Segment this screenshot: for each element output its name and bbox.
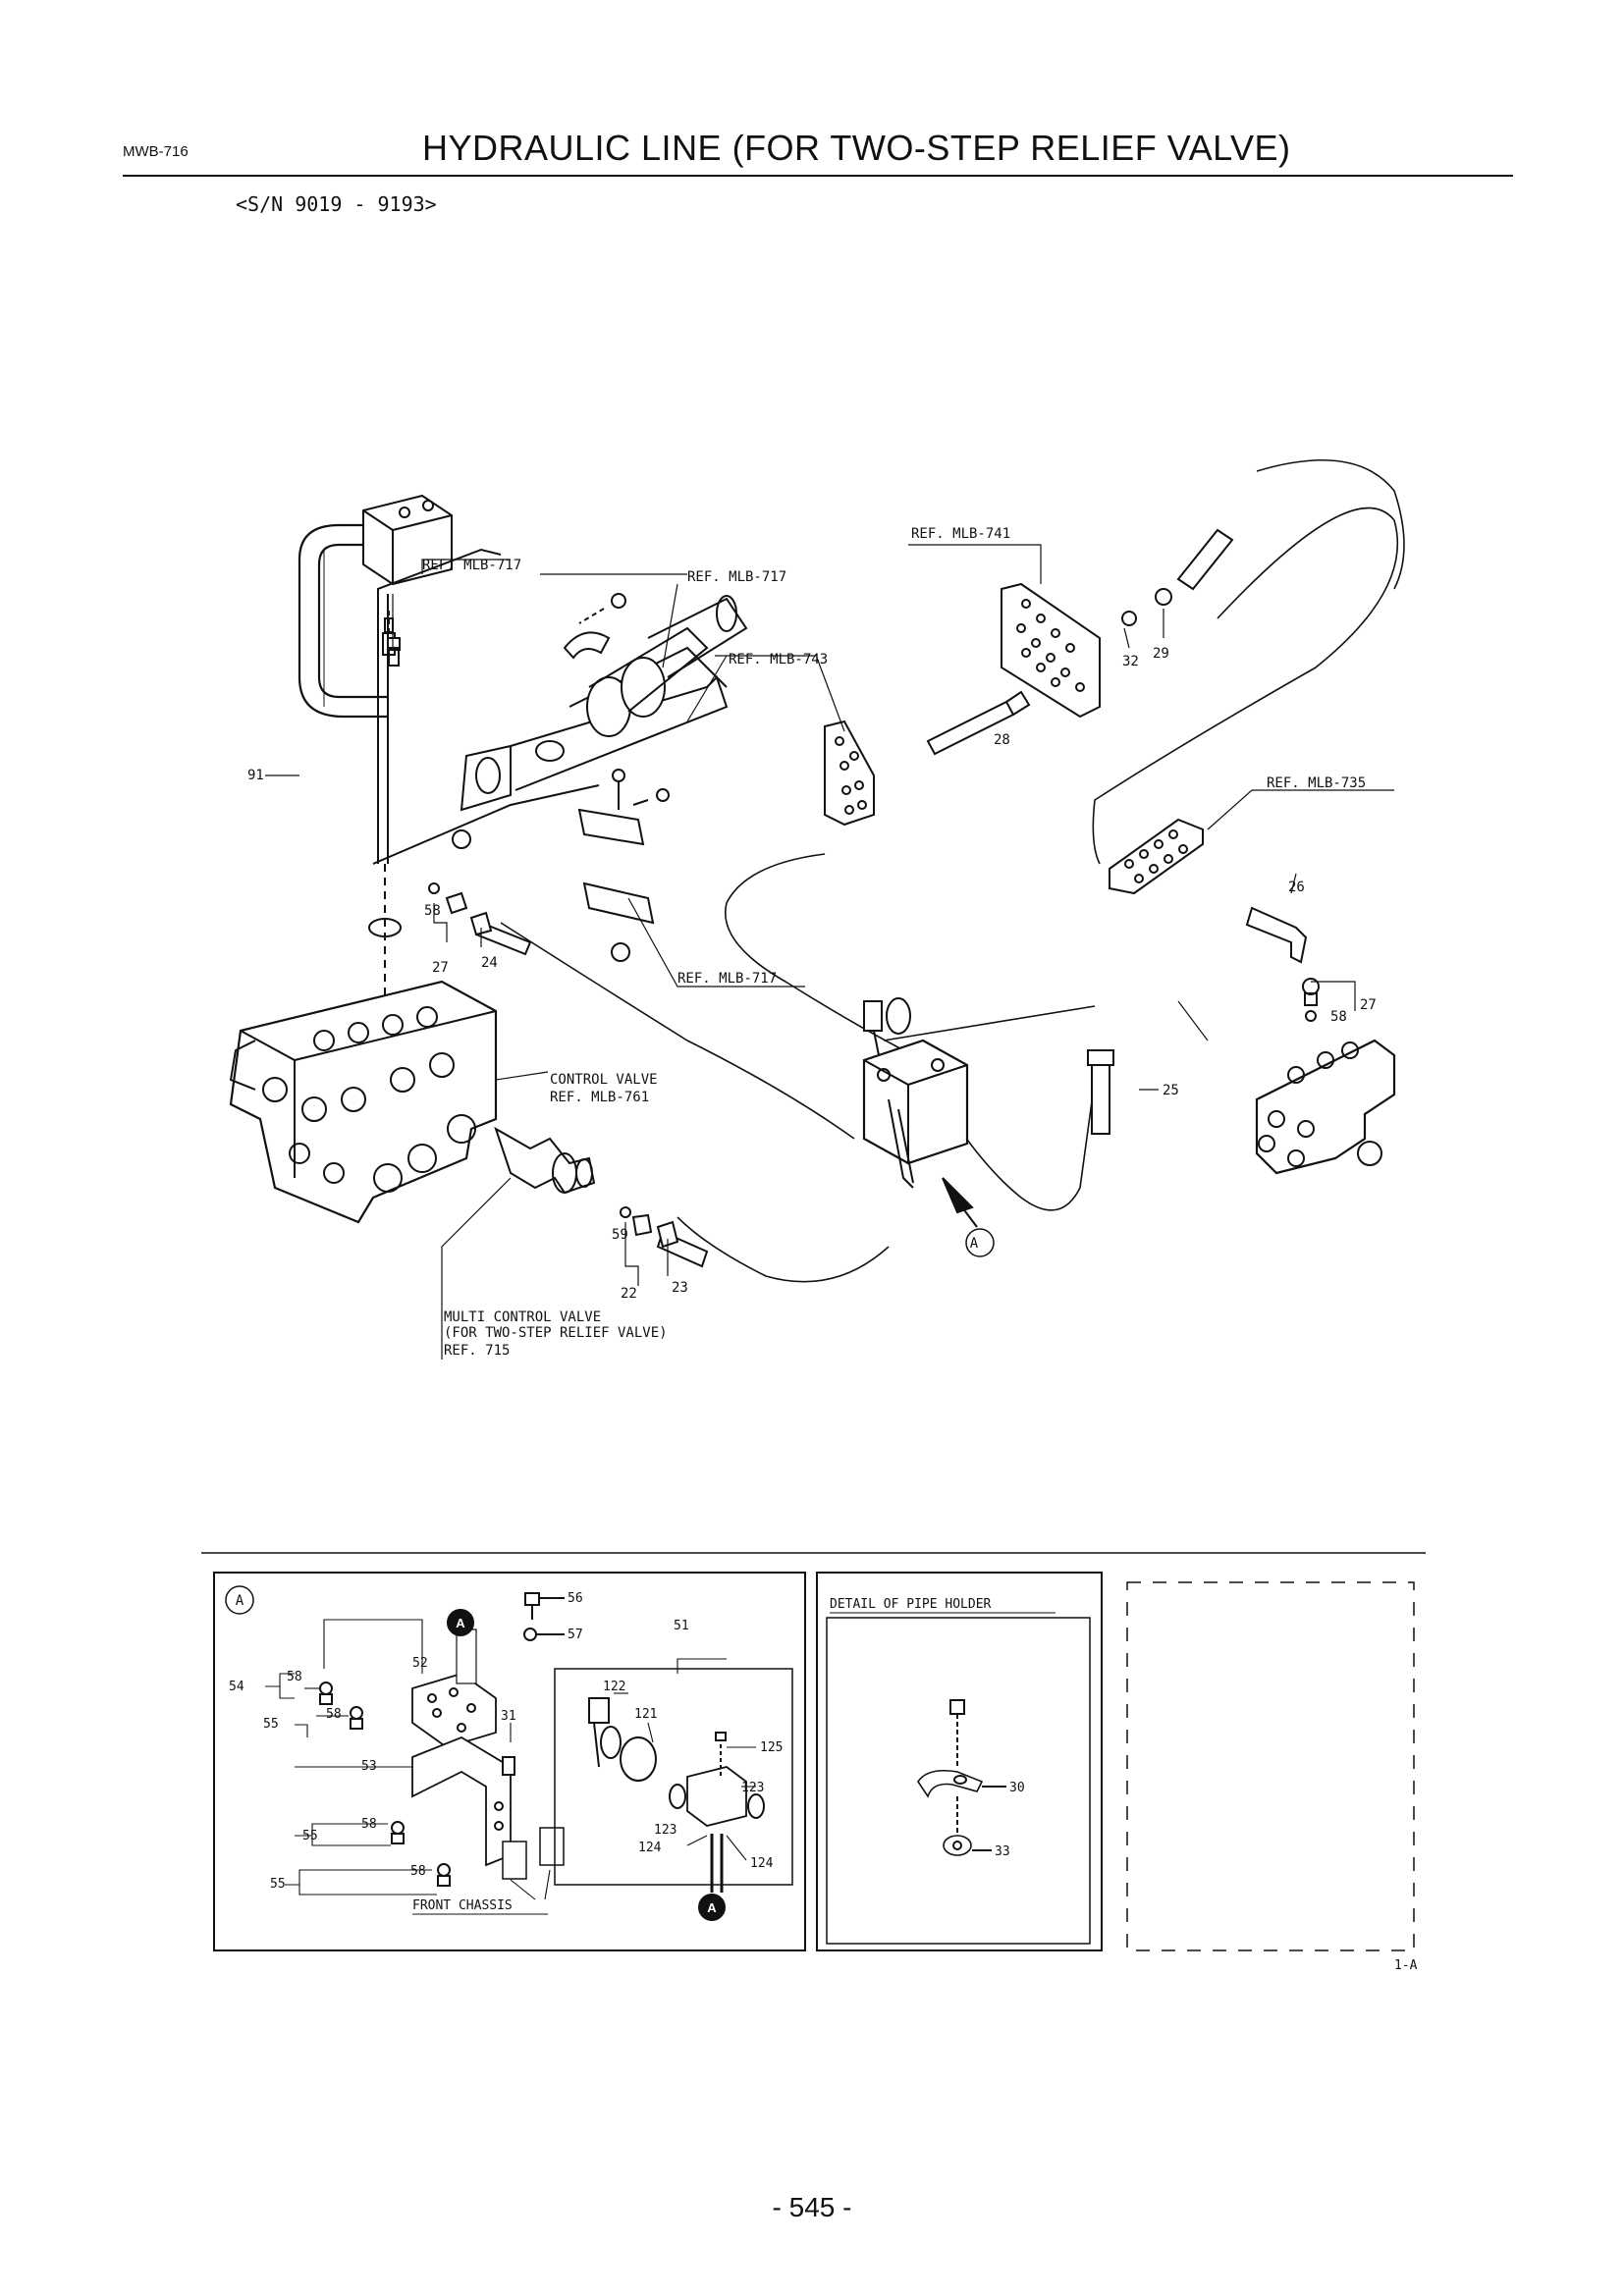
callout-27-b: 27 xyxy=(1360,997,1377,1013)
ref-mlb-717-label-b: REF. MLB-717 xyxy=(687,569,786,585)
center-pipe xyxy=(372,548,729,865)
callout-31: 31 xyxy=(501,1709,516,1724)
bank-plate-735 xyxy=(1109,818,1204,895)
two-step-solenoid-valve xyxy=(862,997,969,1189)
front-chassis-label: FRONT CHASSIS xyxy=(412,1898,513,1913)
callout-23: 23 xyxy=(672,1280,688,1296)
callout-57: 57 xyxy=(568,1628,583,1642)
nut-small xyxy=(452,829,630,962)
multi-control-valve-cartridge xyxy=(494,1126,596,1195)
callout-55-a: 55 xyxy=(263,1717,279,1732)
callout-25: 25 xyxy=(1163,1083,1179,1098)
callout-54: 54 xyxy=(229,1680,244,1694)
callout-27-a: 27 xyxy=(432,960,449,976)
callout-53: 53 xyxy=(361,1759,377,1774)
callout-123-a: 123 xyxy=(741,1781,764,1795)
fitting-26 xyxy=(1245,906,1308,964)
bank-plate-741 xyxy=(1001,582,1101,719)
ref-mlb-741-label: REF. MLB-741 xyxy=(911,526,1010,542)
callout-123-b: 123 xyxy=(654,1823,677,1838)
empty-detail-panel xyxy=(1126,1581,1415,1951)
callout-58-a: 58 xyxy=(287,1670,302,1684)
callout-51: 51 xyxy=(674,1619,689,1633)
control-valve-ref: REF. MLB-761 xyxy=(550,1090,649,1105)
callout-121: 121 xyxy=(634,1707,657,1722)
ref-mlb-743-label: REF. MLB-743 xyxy=(729,652,828,667)
callout-52: 52 xyxy=(412,1656,428,1671)
chassis-block-right xyxy=(539,1827,565,1866)
detail-a-pointer xyxy=(942,1177,978,1228)
multi-control-valve-line2: (FOR TWO-STEP RELIEF VALVE) xyxy=(444,1325,668,1341)
callout-24: 24 xyxy=(481,955,498,971)
o-ring-lower xyxy=(368,918,402,937)
fitting-28 xyxy=(926,690,1031,756)
pipe-clip-top xyxy=(563,593,626,660)
bank-plate-743 xyxy=(824,720,875,827)
ref-mlb-717-label-a: REF. MLB-717 xyxy=(422,558,521,573)
document-code: MWB-716 xyxy=(123,143,189,160)
ref-mlb-717-label-c: REF. MLB-717 xyxy=(677,971,777,987)
fittings-27-58-right xyxy=(1302,978,1320,1022)
callout-91: 91 xyxy=(247,768,264,783)
fittings-59-22-23 xyxy=(620,1206,709,1268)
main-assembly-drawing: REF. MLB-717 REF. MLB-717 REF. MLB-743 R… xyxy=(229,458,1405,1360)
multi-control-valve-line1: MULTI CONTROL VALVE xyxy=(444,1309,601,1325)
detail-a-panel: A A A xyxy=(213,1572,806,1951)
leader-lines xyxy=(265,544,1394,1360)
callout-30: 30 xyxy=(1009,1781,1025,1795)
callout-58-d: 58 xyxy=(410,1864,426,1879)
callout-32: 32 xyxy=(1122,654,1139,669)
detail-a-leaders xyxy=(265,1619,756,1900)
callout-26: 26 xyxy=(1288,880,1305,895)
o-ring-upper xyxy=(535,740,565,762)
figure-id: 1-A xyxy=(1394,1958,1418,1973)
fitting-25 xyxy=(1087,1049,1114,1135)
fittings-58-27-24 xyxy=(428,882,532,956)
header-rule xyxy=(123,175,1513,177)
callout-58-b: 58 xyxy=(1330,1009,1347,1025)
page-title: HYDRAULIC LINE (FOR TWO-STEP RELIEF VALV… xyxy=(422,128,1291,168)
solenoid-assy-frame-51 xyxy=(554,1668,793,1886)
callout-33: 33 xyxy=(995,1844,1010,1859)
callout-59: 59 xyxy=(612,1227,628,1243)
multi-control-valve-ref: REF. 715 xyxy=(444,1343,510,1359)
callout-56: 56 xyxy=(568,1591,583,1606)
block-52 xyxy=(411,1673,497,1748)
hose-upper xyxy=(568,595,748,737)
page-number: - 545 - xyxy=(772,2192,852,2222)
ref-mlb-735-label: REF. MLB-735 xyxy=(1267,775,1366,791)
callout-58-c: 58 xyxy=(361,1817,377,1832)
fitting-32-29 xyxy=(1121,528,1234,626)
nut-33 xyxy=(943,1835,972,1856)
callout-58-a: 58 xyxy=(424,903,441,919)
detail-a-marker-main: A xyxy=(970,1236,979,1252)
flange-block xyxy=(362,494,453,586)
callout-55-c: 55 xyxy=(270,1877,286,1892)
detail-a-marker: A xyxy=(236,1593,244,1609)
callout-124-a: 124 xyxy=(638,1841,662,1855)
detail-a-circle-main xyxy=(965,1228,995,1257)
callout-55-b: 55 xyxy=(302,1829,318,1843)
pipe-clip-30 xyxy=(917,1769,984,1798)
callout-28: 28 xyxy=(994,732,1010,748)
svg-text:A: A xyxy=(456,1616,465,1630)
pipe-holder-title: DETAIL OF PIPE HOLDER xyxy=(830,1597,992,1612)
pipe-holder-panel: DETAIL OF PIPE HOLDER 30 33 xyxy=(816,1572,1103,1951)
callout-124-b: 124 xyxy=(750,1856,774,1871)
chassis-block-left xyxy=(502,1841,527,1880)
callout-58-b: 58 xyxy=(326,1707,342,1722)
serial-range: <S/N 9019 - 9193> xyxy=(236,192,437,216)
multi-control-valve-right xyxy=(1255,1039,1396,1175)
callout-22: 22 xyxy=(621,1286,637,1302)
callout-122: 122 xyxy=(603,1680,625,1694)
bracket-53 xyxy=(411,1735,512,1867)
callout-29: 29 xyxy=(1153,646,1169,662)
callout-125: 125 xyxy=(760,1740,783,1755)
bracket-plate xyxy=(577,769,670,925)
svg-text:A: A xyxy=(707,1900,717,1915)
control-valve-label: CONTROL VALVE xyxy=(550,1072,658,1088)
control-valve-body xyxy=(229,980,498,1224)
